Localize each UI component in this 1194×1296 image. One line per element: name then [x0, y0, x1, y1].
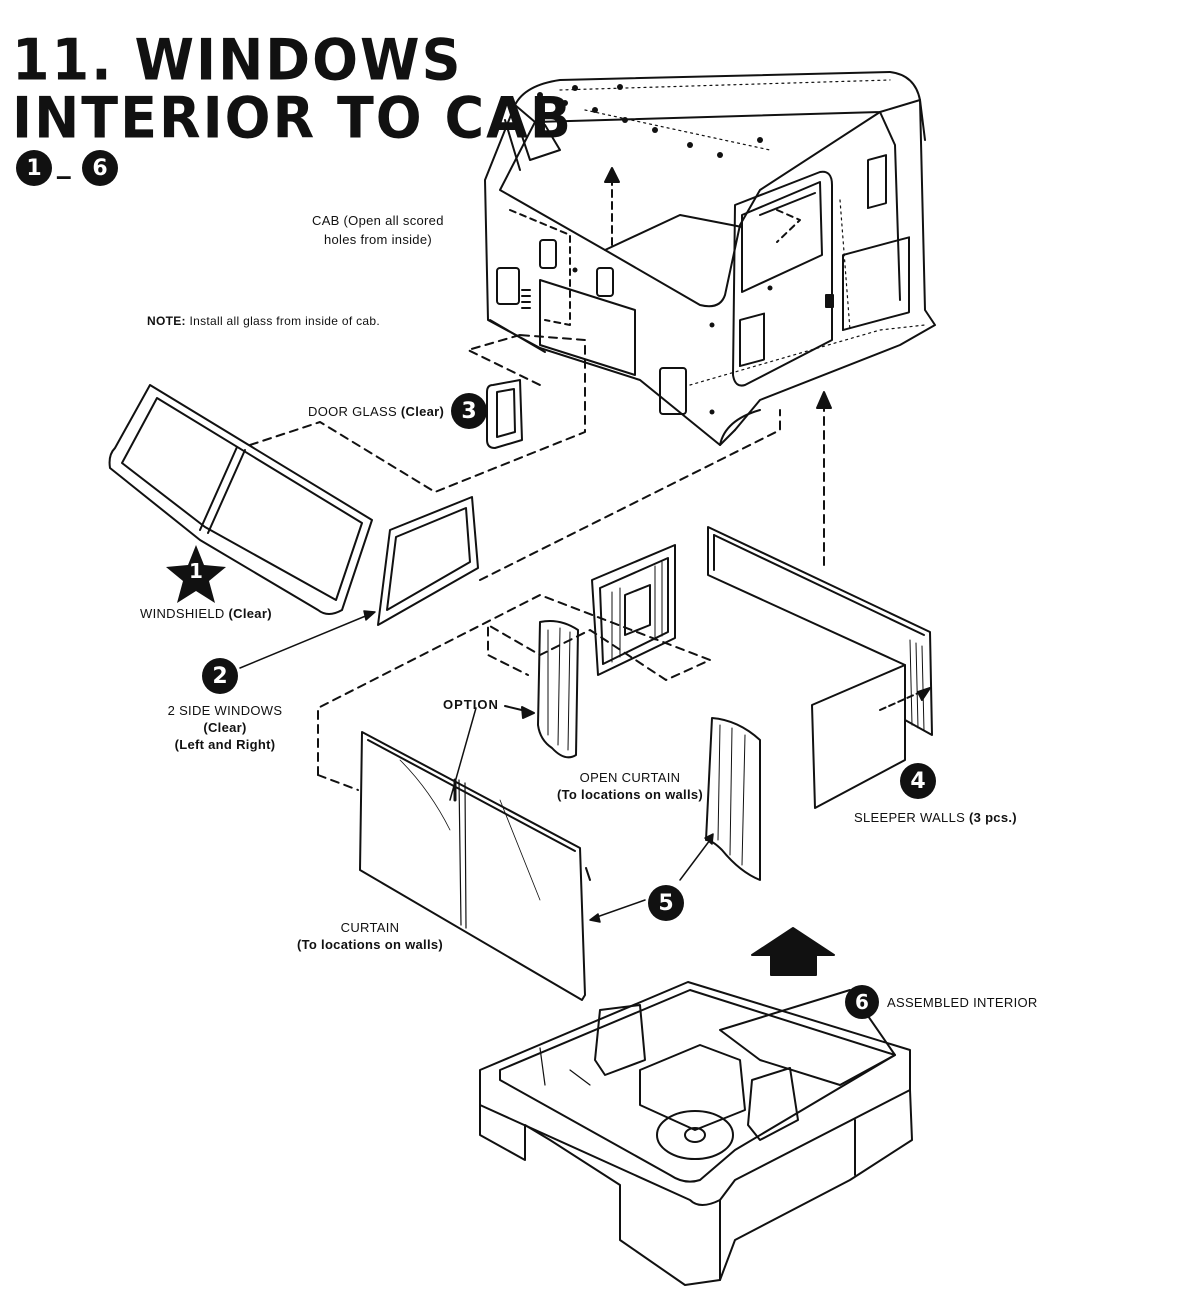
door-glass-drawing: [486, 379, 523, 449]
sleeper-walls-label: SLEEPER WALLS (3 pcs.): [854, 809, 1017, 826]
sleeper-walls-drawing: [707, 526, 933, 809]
cab-label: CAB (Open all scored: [312, 213, 444, 228]
door-glass-name: DOOR GLASS: [308, 404, 397, 419]
windshield-drawing: [108, 384, 373, 615]
assembled-interior-label: ASSEMBLED INTERIOR: [887, 995, 1038, 1010]
step-1-star-icon: [166, 545, 226, 603]
curtain-label: CURTAIN (To locations on walls): [290, 919, 450, 953]
up-arrow: [751, 927, 835, 976]
pointer-lines: [239, 610, 714, 923]
side-window-drawing: [377, 496, 479, 626]
range-separator: –: [56, 160, 72, 191]
curtain-drawing: [359, 731, 591, 1001]
assembly-guide-lines: [249, 334, 825, 791]
option-curtain-drawing: [504, 620, 579, 759]
step-5-badge: 5: [648, 885, 684, 921]
open-curtain-line2: (To locations on walls): [556, 787, 704, 802]
step-3-badge: 3: [451, 393, 487, 429]
windshield-label: WINDSHIELD (Clear): [140, 605, 272, 622]
assembled-interior-drawing: [479, 981, 913, 1286]
step-6-badge: 6: [845, 985, 879, 1019]
side-windows-label: 2 SIDE WINDOWS (Clear) (Left and Right): [160, 702, 290, 753]
side-windows-line1: 2 SIDE WINDOWS: [167, 703, 283, 718]
step-1-number: 1: [189, 559, 203, 583]
step-title: 11. WINDOWS: [12, 26, 463, 94]
note-text: Install all glass from inside of cab.: [185, 314, 380, 328]
note-label: NOTE:: [147, 314, 186, 328]
note: NOTE: Install all glass from inside of c…: [147, 313, 380, 330]
step-subtitle: INTERIOR TO CAB: [12, 84, 574, 151]
curtain-line2: (To locations on walls): [296, 937, 444, 952]
step-2-badge: 2: [202, 658, 238, 694]
windshield-spec: (Clear): [228, 606, 272, 621]
open-curtain-label: OPEN CURTAIN (To locations on walls): [550, 769, 710, 803]
door-glass-spec: (Clear): [400, 404, 445, 419]
side-windows-line2: (Clear): [203, 720, 247, 735]
open-curtain-drawing: [705, 717, 761, 881]
door-glass-label: DOOR GLASS (Clear): [308, 403, 444, 420]
option-label: OPTION: [443, 697, 499, 712]
step-4-badge: 4: [900, 763, 936, 799]
range-end-badge: 6: [82, 150, 118, 186]
cab-drawing: [484, 71, 936, 446]
side-windows-line3: (Left and Right): [174, 737, 276, 752]
sleeper-back-panel-drawing: [591, 544, 676, 676]
open-curtain-line1: OPEN CURTAIN: [579, 770, 681, 785]
curtain-line1: CURTAIN: [340, 920, 400, 935]
cab-label-line2: holes from inside): [324, 232, 432, 247]
sleeper-walls-name: SLEEPER WALLS: [854, 810, 966, 825]
sleeper-walls-spec: (3 pcs.): [969, 810, 1017, 825]
windshield-name: WINDSHIELD: [140, 606, 225, 621]
range-start-badge: 1: [16, 150, 52, 186]
